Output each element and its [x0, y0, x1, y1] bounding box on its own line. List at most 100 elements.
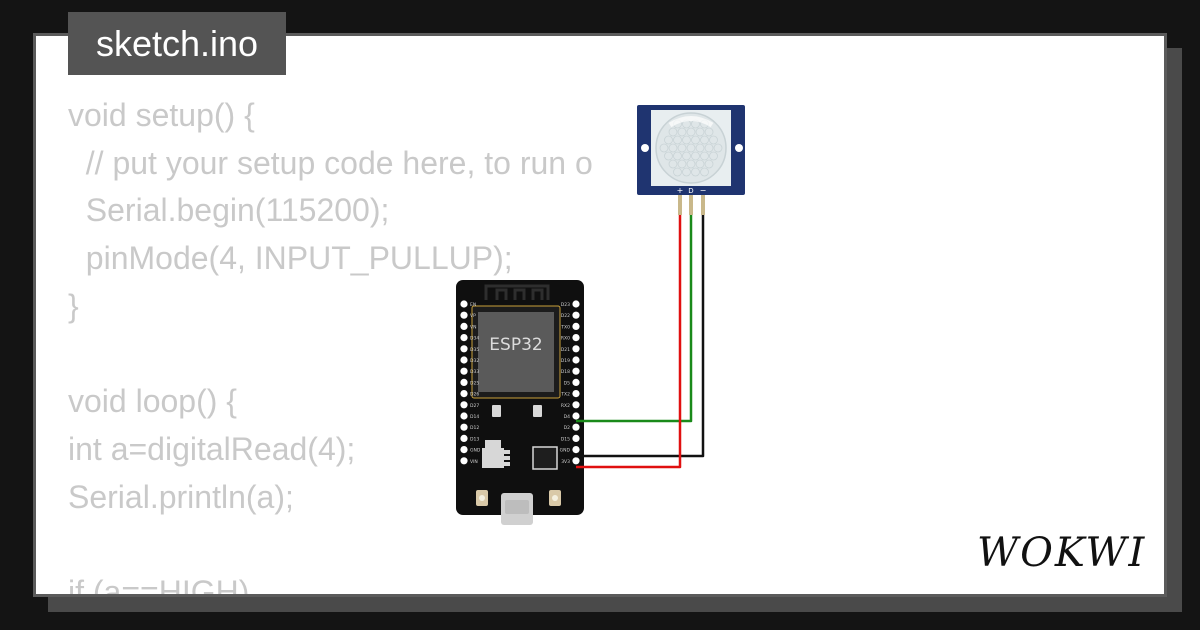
- lens-cell: [668, 143, 678, 153]
- right-pin-gnd[interactable]: [572, 446, 580, 454]
- pin-label: RX2: [561, 403, 570, 409]
- left-pin-gnd[interactable]: [460, 446, 468, 454]
- left-pin-d32[interactable]: [460, 356, 468, 364]
- right-pin-d4[interactable]: [572, 412, 580, 420]
- left-pin-d27[interactable]: [460, 401, 468, 409]
- lens-cell: [695, 127, 705, 137]
- pin-label: D2: [564, 425, 570, 431]
- right-pin-d15[interactable]: [572, 434, 580, 442]
- right-pin-d5[interactable]: [572, 378, 580, 386]
- code-line: pinMode(4, INPUT_PULLUP);: [68, 240, 513, 277]
- pin-label: D35: [470, 347, 479, 353]
- right-pin-tx2[interactable]: [572, 390, 580, 398]
- lens-cell: [668, 159, 678, 169]
- pin-label: D4: [564, 414, 570, 420]
- pin-label: D25: [470, 380, 479, 386]
- left-pin-d12[interactable]: [460, 423, 468, 431]
- left-pin-d25[interactable]: [460, 378, 468, 386]
- chip-label: ESP32: [489, 335, 542, 355]
- pin-label: D18: [561, 369, 570, 375]
- lens-cell: [677, 143, 687, 153]
- code-line: // put your setup code here, to run o: [68, 144, 593, 181]
- pir-pin-vcc[interactable]: [678, 195, 682, 215]
- left-pin-d35[interactable]: [460, 345, 468, 353]
- lens-cell: [691, 151, 700, 161]
- right-pin-d2[interactable]: [572, 423, 580, 431]
- pin-label: D12: [470, 425, 479, 431]
- pin-label: 3V3: [561, 459, 570, 465]
- lens-cell: [691, 135, 700, 145]
- pin-label: TX0: [560, 324, 570, 330]
- lens-cell: [682, 167, 691, 177]
- pir-pin-gnd[interactable]: [701, 195, 705, 215]
- pir-motion-sensor[interactable]: + D −: [637, 105, 745, 215]
- lens-cell: [668, 127, 678, 137]
- fresnel-dome: [655, 112, 727, 184]
- lens-cell: [709, 151, 718, 161]
- lens-cell: [713, 143, 723, 153]
- right-pin-tx0[interactable]: [572, 322, 580, 330]
- wire-3v3-to-pir[interactable]: [576, 215, 682, 469]
- right-pin-rx0[interactable]: [572, 334, 580, 342]
- right-pin-3v3[interactable]: [572, 457, 580, 465]
- pin-label: TX2: [560, 392, 570, 398]
- left-pin-vp[interactable]: [460, 311, 468, 319]
- pin-label: D27: [470, 403, 479, 409]
- left-pin-vn[interactable]: [460, 322, 468, 330]
- left-pin-d13[interactable]: [460, 434, 468, 442]
- code-line: void setup() {: [68, 97, 255, 133]
- wires: [576, 215, 705, 469]
- file-name-tab: sketch.ino: [68, 12, 286, 75]
- code-line: int a=digitalRead(4);: [68, 430, 356, 467]
- lens-cell: [682, 151, 691, 161]
- left-pin-d34[interactable]: [460, 334, 468, 342]
- right-pin-d19[interactable]: [572, 356, 580, 364]
- pir-pin-label-plus: +: [677, 186, 684, 195]
- right-pin-d23[interactable]: [572, 300, 580, 308]
- lens-cell: [664, 135, 673, 145]
- right-pin-d21[interactable]: [572, 345, 580, 353]
- lens-cell: [682, 135, 691, 145]
- lens-cell: [691, 167, 700, 177]
- right-pin-d18[interactable]: [572, 367, 580, 375]
- lens-cell: [686, 143, 696, 153]
- right-pin-header: D23D22TX0RX0D21D19D18D5TX2RX2D4D2D15GND3…: [560, 300, 580, 465]
- lens-cell: [704, 143, 714, 153]
- antenna-trace: [484, 284, 550, 300]
- pin-label: GND: [560, 448, 571, 454]
- code-line: Serial.println(a);: [68, 478, 294, 515]
- right-pin-rx2[interactable]: [572, 401, 580, 409]
- lens-cell: [664, 151, 673, 161]
- lens-cell: [673, 151, 682, 161]
- right-pin-d22[interactable]: [572, 311, 580, 319]
- pin-label: RX0: [561, 336, 570, 342]
- lens-cell: [700, 135, 709, 145]
- pin-label: D23: [561, 302, 570, 308]
- left-pin-en[interactable]: [460, 300, 468, 308]
- lens-cell: [673, 135, 682, 145]
- smd-component: [533, 405, 542, 417]
- pin-label: D34: [470, 336, 479, 342]
- pin-label: VN: [470, 324, 476, 330]
- code-line: void loop() {: [68, 383, 237, 420]
- pir-pin-label-minus: −: [700, 186, 707, 195]
- lens-cell: [677, 159, 687, 169]
- wire-d4-to-pir[interactable]: [576, 215, 693, 423]
- lens-cell: [673, 167, 682, 177]
- code-line: }: [68, 287, 79, 324]
- left-pin-d14[interactable]: [460, 412, 468, 420]
- left-pin-vin[interactable]: [460, 457, 468, 465]
- left-pin-d33[interactable]: [460, 367, 468, 375]
- mount-hole: [735, 144, 743, 152]
- left-pin-d26[interactable]: [460, 390, 468, 398]
- pin-label: D22: [561, 313, 570, 319]
- wire-gnd-to-pir[interactable]: [576, 215, 705, 458]
- wokwi-logo: WOKWI: [977, 530, 1144, 576]
- pin-label: VIN: [470, 459, 478, 465]
- pin-label: D15: [561, 436, 570, 442]
- pir-pin-out[interactable]: [689, 195, 693, 215]
- lens-cell: [695, 159, 705, 169]
- lens-cell: [704, 159, 714, 169]
- esp32-board[interactable]: ESP32 ENVPVND34D35D32D33D25D26D27D14D12D…: [456, 280, 584, 525]
